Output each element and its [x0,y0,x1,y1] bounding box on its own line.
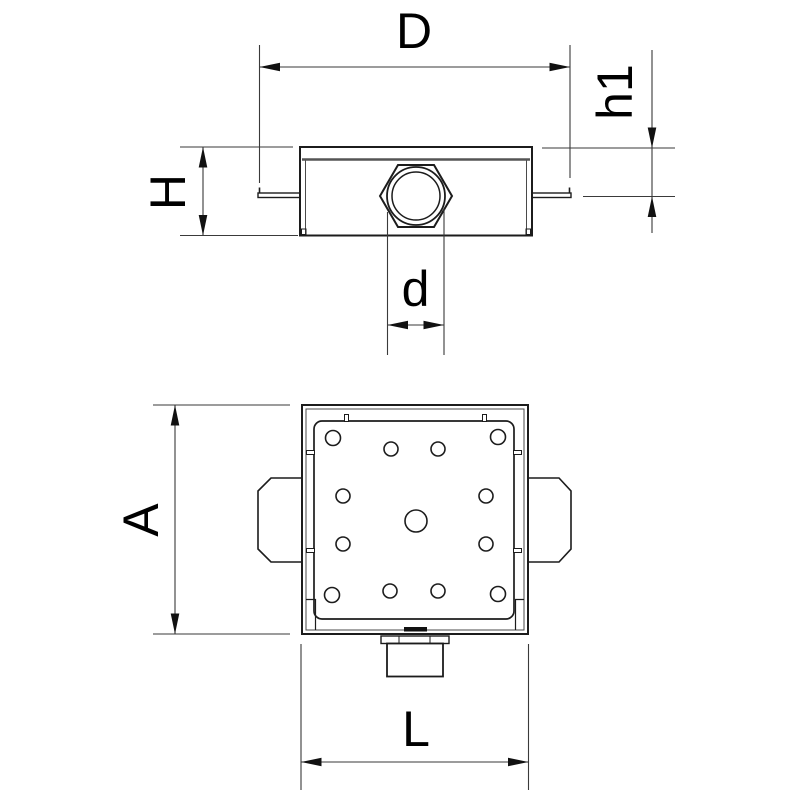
hole [323,586,341,604]
gland-inner-circle [391,171,441,221]
dimension-label-H: H [140,174,196,210]
latch-mark [404,627,427,632]
dimension-L: L [300,644,530,790]
cover-clips [306,414,522,553]
dimension-A: A [113,404,290,635]
bottom-view [257,404,572,678]
top-view [257,146,572,237]
right-flange [531,192,572,199]
dimension-d: d [386,209,445,355]
hole [489,585,507,603]
arrowhead [647,196,657,217]
clip-left-lower [306,548,315,553]
hole [430,583,446,599]
hole [335,536,351,552]
bottom-step-right [514,598,524,630]
dimension-label-A: A [113,503,169,537]
clip-left-upper [306,450,315,455]
gland-outer-circle [386,166,446,226]
dimension-h1: h1 [542,50,675,233]
arrowhead [508,757,529,767]
hole [383,441,399,457]
conduit-stub-body [386,642,444,678]
arrowhead [198,215,208,236]
top-view-corner-detail-left [301,228,307,235]
left-tab [257,477,303,563]
hole [478,488,494,504]
arrowhead [170,613,180,634]
left-flange [257,192,301,199]
hole [335,488,351,504]
dimension-label-L: L [402,701,430,757]
dimension-label-d: d [402,261,430,317]
top-view-corner-detail-right [525,228,531,235]
conduit-stub-flange [380,635,450,645]
cover-plate [313,420,515,620]
right-tab [527,477,572,563]
clip-right-upper [513,450,522,455]
arrowhead [387,320,408,330]
hole [430,441,446,457]
arrowhead [259,62,280,72]
hole [382,583,398,599]
dimensions: D h1 H d [113,3,675,790]
hole [324,429,342,447]
bottom-step-left [306,598,317,630]
arrowhead [549,62,570,72]
dimension-H: H [140,146,298,237]
hole [489,428,507,446]
arrowhead [647,127,657,148]
hole-pattern [323,428,507,604]
clip-right-lower [513,548,522,553]
center-hole [404,509,428,533]
arrowhead [170,405,180,426]
clip-top-left [344,414,349,422]
dimension-D: D [258,3,571,183]
arrowhead [198,147,208,168]
arrowhead [301,757,322,767]
dimension-label-h1: h1 [587,64,643,120]
arrowhead [423,320,444,330]
clip-top-right [482,414,487,422]
hole [478,536,494,552]
dimension-label-D: D [396,3,432,59]
